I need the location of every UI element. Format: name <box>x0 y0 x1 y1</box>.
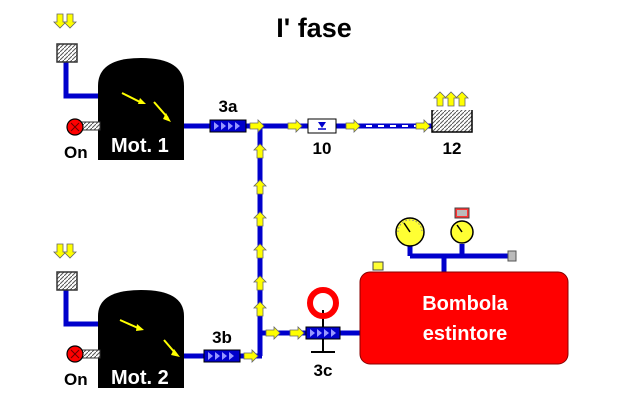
motor-2-label: Mot. 2 <box>111 367 169 389</box>
flow-arrow <box>289 326 305 340</box>
flow-arrow <box>415 119 431 133</box>
pipe-cap <box>507 250 517 262</box>
component-12-label: 12 <box>443 139 462 158</box>
pressure-gauge-left <box>395 217 425 247</box>
valve-3b-label: 3b <box>212 328 232 347</box>
motor-1-switch-label: On <box>64 143 88 162</box>
flow-arrow <box>265 326 281 340</box>
flow-arrow <box>253 243 267 259</box>
flow-arrow <box>253 211 267 227</box>
valve-3c[interactable] <box>305 310 341 353</box>
diagram-title: I' fase <box>276 13 351 43</box>
flow-arrow <box>287 119 303 133</box>
motor-2-switch-label: On <box>64 370 88 389</box>
flow-arrow <box>253 275 267 291</box>
motor-1-label: Mot. 1 <box>111 135 169 157</box>
valve-3a-label: 3a <box>219 97 238 116</box>
flow-arrow <box>345 119 361 133</box>
motor-1-switch[interactable] <box>66 118 101 136</box>
exhaust-outlet-12 <box>431 91 473 133</box>
check-valve-10 <box>307 118 337 134</box>
intake-filter-bottom <box>53 243 78 291</box>
valve-3a[interactable] <box>209 119 247 133</box>
valve-3b[interactable] <box>203 349 241 363</box>
motor-1: Mot. 1 <box>98 58 184 160</box>
flow-arrow <box>243 349 259 363</box>
pressure-gauge-right <box>450 207 474 244</box>
motor-2: Mot. 2 <box>98 290 184 389</box>
valve-3c-handwheel[interactable] <box>307 287 339 319</box>
component-10-label: 10 <box>313 139 332 158</box>
intake-filter-top <box>53 13 78 63</box>
valve-3c-label: 3c <box>314 361 333 380</box>
flow-arrow <box>253 301 267 317</box>
flow-arrow <box>253 143 267 159</box>
tank-label-line2: estintore <box>423 323 507 345</box>
motor-2-switch[interactable] <box>66 345 101 363</box>
flow-arrow <box>253 179 267 195</box>
extinguisher-tank <box>359 261 569 365</box>
tank-label-line1: Bombola <box>422 293 508 315</box>
